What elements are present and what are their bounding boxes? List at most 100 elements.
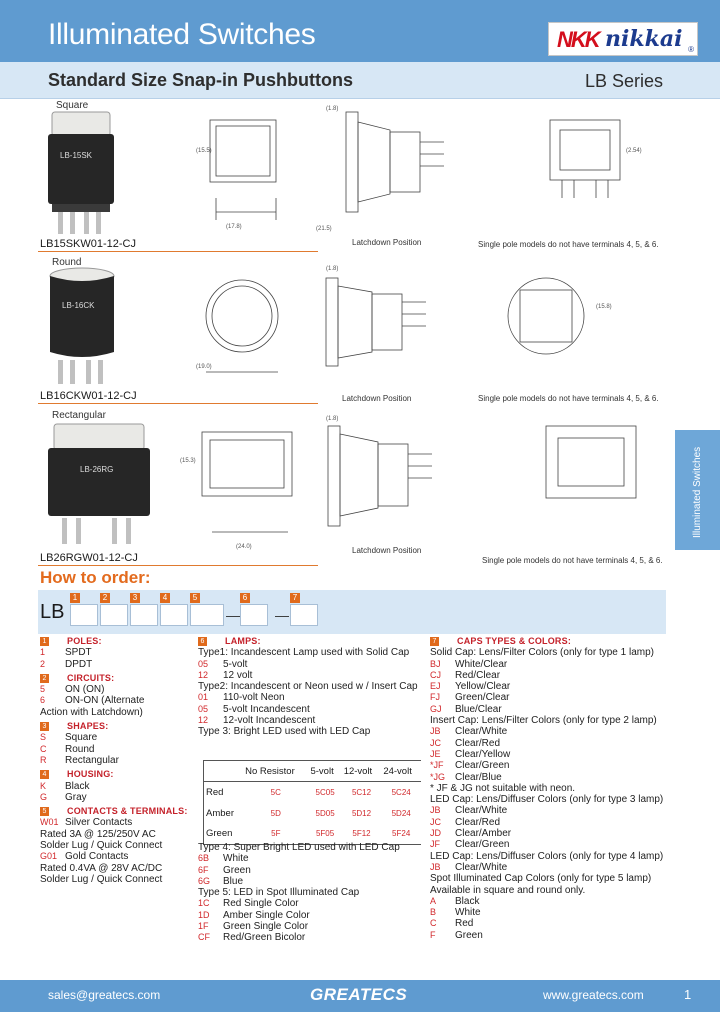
spec-text: Black bbox=[455, 895, 480, 907]
led-table-cell: 5C05 bbox=[315, 787, 335, 797]
page-subtitle: Standard Size Snap-in Pushbuttons bbox=[48, 70, 354, 90]
spec-row: Available in square and round only. bbox=[430, 885, 670, 896]
spec-code: JF bbox=[430, 839, 440, 850]
spec-heading-text: CONTACTS & TERMINALS: bbox=[67, 806, 188, 817]
svg-text:(2.54): (2.54) bbox=[626, 148, 642, 154]
spec-heading-text: CIRCUITS: bbox=[67, 672, 115, 683]
code-box-6 bbox=[240, 604, 268, 626]
spec-heading-badge: 2 bbox=[40, 673, 49, 683]
spec-code: CF bbox=[198, 932, 210, 943]
spec-code: C bbox=[40, 743, 47, 754]
page-title: Illuminated Switches bbox=[48, 18, 316, 51]
spec-text: Green bbox=[455, 929, 483, 941]
spec-text: Black bbox=[65, 780, 90, 792]
spec-heading-text: LAMPS: bbox=[225, 636, 261, 646]
spec-text: ON (ON) bbox=[65, 684, 105, 696]
position-6-badge: 6 bbox=[240, 593, 250, 603]
nkk-logo: NKK nikkai ® bbox=[548, 22, 698, 56]
model-round: LB16CKW01-12-CJ bbox=[38, 390, 318, 404]
led-table-corner bbox=[203, 760, 244, 782]
photo-label-rectangular: LB-26RG bbox=[80, 465, 113, 474]
led-table-cell: 5C bbox=[270, 787, 281, 797]
led-table-color: Red bbox=[203, 781, 244, 803]
code-box-4 bbox=[160, 604, 188, 626]
spec-text: LED Cap: Lens/Diffuser Colors (only for … bbox=[430, 850, 664, 862]
code-dash-2: — bbox=[275, 607, 289, 623]
code-box-2 bbox=[100, 604, 128, 626]
spec-row: Type1: Incandescent Lamp used with Solid… bbox=[198, 647, 428, 658]
led-table-color: Amber bbox=[203, 802, 244, 824]
spec-heading-text: HOUSING: bbox=[67, 769, 114, 780]
spec-text: Clear/Green bbox=[455, 839, 510, 851]
led-table-row: Red 5C 5C05 5C12 5C24 bbox=[203, 781, 422, 803]
spec-text: SPDT bbox=[65, 647, 92, 659]
spec-text: Clear/Red bbox=[455, 737, 501, 749]
spec-code: 1 bbox=[40, 647, 46, 658]
footer-bar: sales@greatecs.com GREATECS www.greatecs… bbox=[0, 980, 720, 1012]
spec-text: Green/Clear bbox=[455, 692, 510, 704]
svg-text:(15.8): (15.8) bbox=[596, 304, 612, 310]
spec-text: Rectangular bbox=[65, 754, 119, 766]
spec-text: Type2: Incandescent or Neon used w / Ins… bbox=[198, 681, 418, 693]
spec-text: Type 4: Super Bright LED used with LED C… bbox=[198, 842, 400, 853]
series-label: LB Series bbox=[584, 71, 663, 91]
spec-code: 12 bbox=[198, 715, 209, 726]
greatecs-logo: GREATECS bbox=[310, 985, 408, 1004]
spec-code: *JG bbox=[430, 771, 446, 782]
drawing-square: (1.8) (15.5) (17.8) (21.5) (2.54) bbox=[196, 106, 642, 232]
spec-row: R Rectangular bbox=[40, 755, 200, 766]
spec-code: JC bbox=[430, 737, 441, 748]
photo-label-round: LB-16CK bbox=[62, 301, 95, 310]
shape-label-square: Square bbox=[56, 100, 89, 111]
spec-text: 12-volt Incandescent bbox=[223, 715, 316, 727]
spec-column-2-bottom: Type 4: Super Bright LED used with LED C… bbox=[198, 842, 428, 944]
svg-text:(24.0): (24.0) bbox=[236, 544, 252, 550]
spec-code: G bbox=[40, 791, 48, 802]
page-number: 1 bbox=[684, 987, 692, 1002]
note-rectangular: Single pole models do not have terminals… bbox=[482, 556, 663, 565]
shape-label-round: Round bbox=[52, 257, 82, 268]
drawing-round: (1.8) (19.0) (15.8) bbox=[196, 266, 612, 373]
spec-code: 2 bbox=[40, 658, 46, 669]
spec-text: 5-volt Incandescent bbox=[223, 703, 310, 715]
spec-code: G01 bbox=[40, 851, 58, 862]
spec-row: Insert Cap: Lens/Filter Colors (only for… bbox=[430, 715, 670, 726]
spec-code: GJ bbox=[430, 703, 442, 714]
spec-code: R bbox=[40, 754, 47, 765]
svg-text:(21.5): (21.5) bbox=[316, 226, 332, 232]
footer-email-link[interactable]: sales@greatecs.com bbox=[48, 988, 161, 1002]
spec-code: 05 bbox=[198, 658, 209, 669]
svg-text:(1.8): (1.8) bbox=[326, 266, 338, 272]
note-round: Single pole models do not have terminals… bbox=[478, 394, 659, 403]
spec-text: Solder Lug / Quick Connect bbox=[40, 840, 163, 852]
footer-website-link[interactable]: www.greatecs.com bbox=[543, 988, 644, 1002]
led-table-header-cell: 12-volt bbox=[341, 760, 382, 782]
spec-text: Red Single Color bbox=[223, 898, 299, 910]
spec-text: LED Cap: Lens/Diffuser Colors (only for … bbox=[430, 794, 664, 806]
led-table-header-cell: 24-volt bbox=[381, 760, 421, 782]
svg-text:(17.8): (17.8) bbox=[226, 224, 242, 230]
spec-text: Type 5: LED in Spot Illuminated Cap bbox=[198, 887, 360, 899]
spec-code: JB bbox=[430, 726, 441, 737]
led-table-cell: 5F bbox=[243, 823, 309, 845]
model-rectangular: LB26RGW01-12-CJ bbox=[38, 552, 318, 566]
spec-text: DPDT bbox=[65, 658, 93, 670]
led-table-cell: 5F24 bbox=[381, 823, 421, 845]
spec-row: Solid Cap: Lens/Filter Colors (only for … bbox=[430, 647, 670, 658]
order-code-prefix: LB bbox=[40, 601, 65, 623]
